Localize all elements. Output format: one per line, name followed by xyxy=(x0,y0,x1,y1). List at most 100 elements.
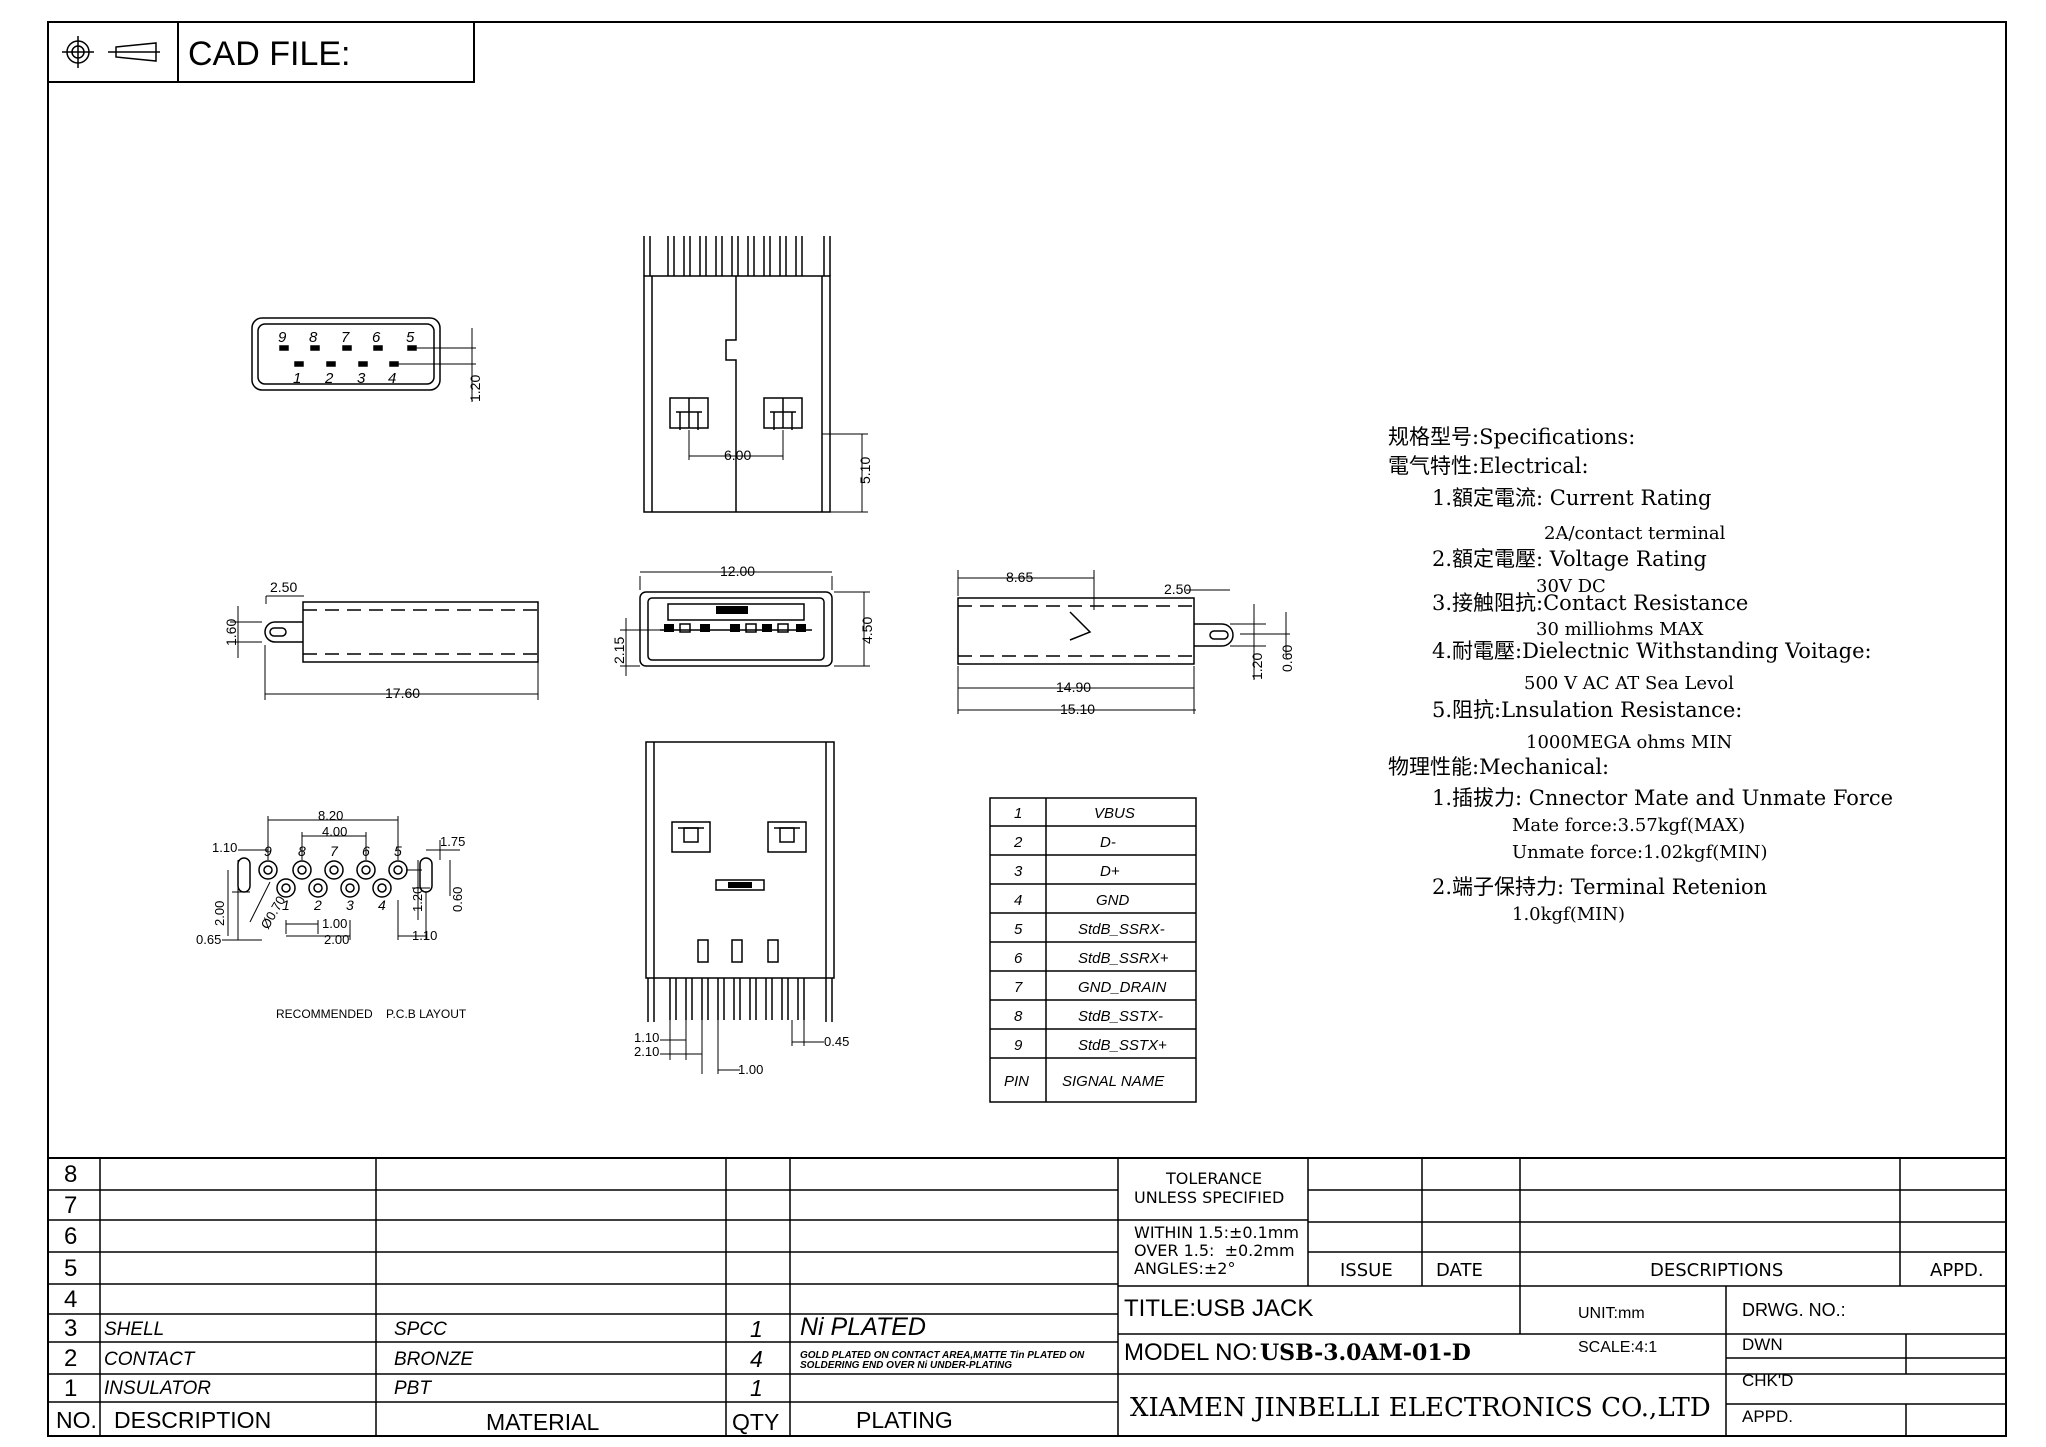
spec-line: 電气特性:Electrical: xyxy=(1388,454,1589,478)
bom-description: SHELL xyxy=(104,1319,164,1340)
pin-number: 8 xyxy=(1014,1008,1023,1025)
latch-left xyxy=(669,397,709,430)
dim-label: 1.10 xyxy=(212,840,237,855)
spec-line: 1.0kgf(MIN) xyxy=(1512,904,1625,925)
left-side-view: 2.50 1.60 17.60 xyxy=(223,579,539,701)
dim-label: 1.60 xyxy=(223,619,239,646)
specifications: 规格型号:Specifications: 電气特性:Electrical: 1.… xyxy=(1388,425,1893,925)
dim-label: 4.50 xyxy=(859,617,875,644)
bom-header-no: NO. xyxy=(56,1407,97,1433)
pin-number: 3 xyxy=(1014,863,1023,880)
dim-label: 6.00 xyxy=(724,447,751,463)
bom-row-number: 1 xyxy=(64,1375,77,1402)
spec-line: 30 milliohms MAX xyxy=(1536,619,1704,640)
approved-by-label: APPD. xyxy=(1742,1407,1793,1426)
pin-number: 2 xyxy=(1013,834,1023,851)
pin-signal: StdB_SSTX+ xyxy=(1078,1037,1167,1054)
spec-line: 2.端子保持力: Terminal Retenion xyxy=(1432,875,1767,899)
spec-line: 1.插拔力: Cnnector Mate and Unmate Force xyxy=(1432,786,1893,810)
bom-row-number: 3 xyxy=(64,1315,77,1342)
pin-table: 1 VBUS 2 D- 3 D+ 4 GND 5 StdB_SSRX- 6 St… xyxy=(989,797,1197,1103)
dim-label: 15.10 xyxy=(1060,701,1095,717)
dim-label: 1.10 xyxy=(634,1030,659,1045)
top-pin-label: 8 xyxy=(309,329,318,346)
dim-label: 2.00 xyxy=(212,901,227,926)
spec-line: 500 V AC AT Sea Levol xyxy=(1524,673,1734,694)
pin-leads xyxy=(647,978,833,1022)
cad-header: CAD FILE: xyxy=(47,21,475,83)
bottom-pin-label: 4 xyxy=(388,370,396,387)
pin-table-header-pin: PIN xyxy=(1004,1073,1029,1090)
pin-number: 1 xyxy=(1014,805,1022,822)
bottom-view: 1.10 2.10 1.00 0.45 xyxy=(634,741,849,1077)
tolerance-over: OVER 1.5: ±0.2mm xyxy=(1134,1241,1295,1260)
pin-table-header-signal: SIGNAL NAME xyxy=(1062,1073,1165,1090)
dim-label: 0.60 xyxy=(450,887,465,912)
dim-label: 1.75 xyxy=(440,834,465,849)
spec-line: 1000MEGA ohms MIN xyxy=(1526,732,1732,753)
bom-row-number: 2 xyxy=(64,1345,77,1372)
pcb-pin-holes xyxy=(237,857,433,898)
bom-plating-line: GOLD PLATED ON CONTACT AREA,MATTE Tin PL… xyxy=(800,1350,1085,1361)
pin-number: 7 xyxy=(1014,979,1023,996)
pcb-layout: 9 8 7 6 5 2 3 4 1 xyxy=(196,808,467,1021)
pin-signal: D+ xyxy=(1100,863,1120,880)
dim-label: 12.00 xyxy=(720,563,755,579)
top-pin-label: 9 xyxy=(278,329,287,346)
pcb-caption: RECOMMENDED P.C.B LAYOUT xyxy=(276,1007,467,1021)
tolerance-within: WITHIN 1.5:±0.1mm xyxy=(1134,1223,1299,1242)
bom-material: PBT xyxy=(394,1378,432,1399)
pcb-pin-label: 4 xyxy=(378,897,386,913)
spec-line: 1.額定電流: Current Rating xyxy=(1432,486,1711,510)
pin-number: 4 xyxy=(1014,892,1022,909)
dim-label: 0.45 xyxy=(824,1034,849,1049)
dim-label: 2.15 xyxy=(611,637,627,664)
pin-signal: StdB_SSRX+ xyxy=(1078,950,1169,967)
bom-qty: 1 xyxy=(750,1316,763,1342)
top-pin-label: 7 xyxy=(341,329,350,346)
dim-label: 8.65 xyxy=(1006,569,1033,585)
dim-label: 17.60 xyxy=(385,685,420,701)
spec-line: 物理性能:Mechanical: xyxy=(1388,755,1609,779)
projection-symbol-icon xyxy=(62,36,160,68)
dim-label: 2.00 xyxy=(324,932,349,947)
scale-field: SCALE:4:1 xyxy=(1578,1339,1657,1356)
title-field: TITLE:USB JACK xyxy=(1124,1295,1313,1322)
pcb-pin-label: 1 xyxy=(282,897,290,913)
tolerance-label: UNLESS SPECIFIED xyxy=(1134,1188,1284,1207)
pin-signal: D- xyxy=(1100,834,1116,851)
bom-header-plating: PLATING xyxy=(856,1407,953,1433)
model-value: USB-3.0AM-01-D xyxy=(1260,1340,1471,1366)
appd-header: APPD. xyxy=(1930,1260,1984,1281)
face-view: 12.00 4.50 2.15 xyxy=(611,563,875,676)
pin-signal: StdB_SSRX- xyxy=(1078,921,1165,938)
bom-row-number: 7 xyxy=(64,1192,77,1219)
dim-label: 1.20 xyxy=(467,375,483,402)
pcb-pin-label: 7 xyxy=(330,843,339,859)
spec-line: Unmate force:1.02kgf(MIN) xyxy=(1512,842,1768,863)
spec-line: 2.額定電壓: Voltage Rating xyxy=(1432,547,1707,571)
dim-label: 1.00 xyxy=(322,916,347,931)
sheet-border xyxy=(47,21,2007,1437)
dim-label: 1.10 xyxy=(412,928,437,943)
pin-number: 6 xyxy=(1014,950,1023,967)
spec-line: 3.接触阻抗:Contact Resistance xyxy=(1432,591,1748,615)
dim-label: 2.10 xyxy=(634,1044,659,1059)
tolerance-angles: ANGLES:±2° xyxy=(1134,1259,1235,1278)
pin-signal: GND xyxy=(1096,892,1130,909)
bom-plating-line: SOLDERING END OVER Ni UNDER-PLATING xyxy=(800,1360,1012,1371)
dim-label: 2.50 xyxy=(270,579,297,595)
bom-table: 8 7 6 5 4 3 2 1 SHELL SPCC 1 Ni PLATED C… xyxy=(48,1157,2006,1436)
pin-signal: VBUS xyxy=(1094,805,1135,822)
pin-signal: StdB_SSTX- xyxy=(1078,1008,1163,1025)
dim-label: 1.20 xyxy=(410,887,425,912)
cad-file-label: CAD FILE: xyxy=(188,35,350,73)
dim-label: 1.20 xyxy=(1249,653,1265,680)
right-side-view: 8.65 2.50 14.90 15.10 1.20 0.60 xyxy=(957,569,1295,717)
dim-label: 2.50 xyxy=(1164,581,1191,597)
dim-label: 0.60 xyxy=(1279,645,1295,672)
date-header: DATE xyxy=(1436,1260,1483,1281)
bom-header-qty: QTY xyxy=(732,1409,779,1435)
model-label: MODEL NO: xyxy=(1124,1339,1258,1366)
